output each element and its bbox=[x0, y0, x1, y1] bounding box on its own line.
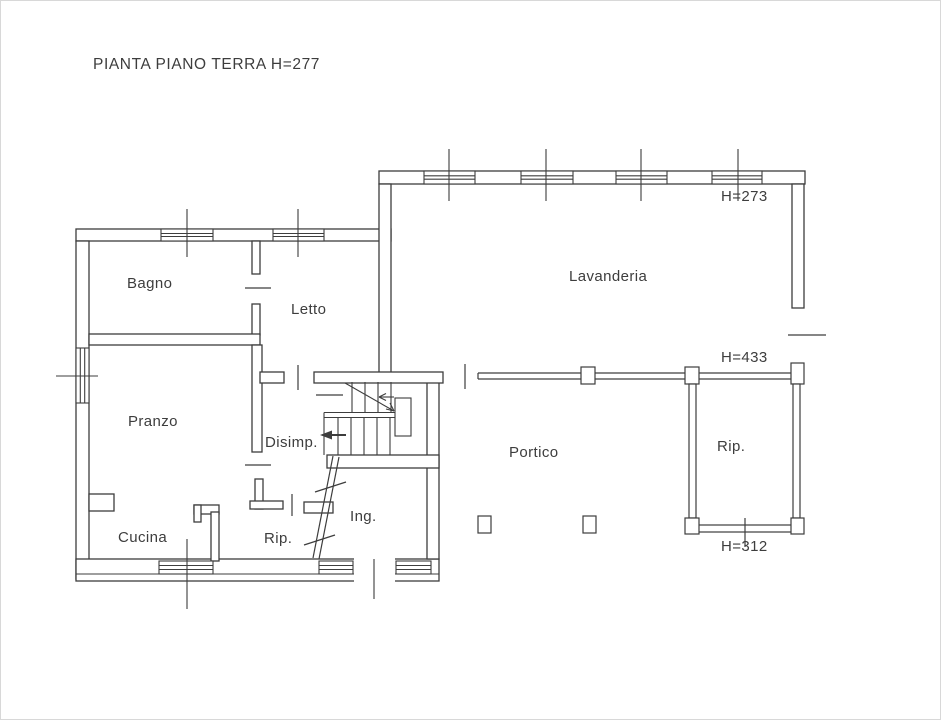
window-ingresso-1 bbox=[318, 560, 354, 575]
wall-pranzo-disimpegno bbox=[251, 344, 263, 453]
window-pranzo bbox=[56, 347, 98, 404]
room-label-lavanderia: Lavanderia bbox=[569, 268, 648, 285]
wall-rip-stub bbox=[303, 501, 334, 514]
wall-rip-horizontal bbox=[249, 500, 284, 510]
wall-bagno-top bbox=[75, 228, 392, 242]
stair-direction-line bbox=[344, 382, 395, 412]
wall-lavanderia-top bbox=[378, 170, 806, 185]
pillar bbox=[684, 517, 700, 535]
slanted-window-tick-2 bbox=[303, 534, 336, 546]
ripostiglio-esterno-structure bbox=[684, 383, 805, 547]
walls bbox=[75, 170, 806, 582]
window-letto bbox=[272, 209, 325, 257]
wall-bagno-letto-upper bbox=[251, 240, 261, 275]
portico-structure bbox=[477, 362, 805, 534]
window-lavanderia-4 bbox=[711, 149, 763, 201]
window-bagno bbox=[160, 209, 214, 257]
room-label-cucina: Cucina bbox=[118, 529, 168, 546]
plan-title: PIANTA PIANO TERRA H=277 bbox=[93, 56, 321, 73]
room-label-ripostiglio: Rip. bbox=[264, 530, 293, 547]
window-lavanderia-1 bbox=[423, 149, 476, 201]
pillar bbox=[790, 362, 805, 385]
window-lavanderia-3 bbox=[615, 149, 668, 201]
pillar bbox=[684, 366, 700, 385]
window-lavanderia-2 bbox=[520, 149, 574, 201]
wall-rip-left bbox=[688, 383, 697, 519]
door-marks bbox=[245, 287, 826, 516]
wall-cucina-rip-hook bbox=[193, 504, 202, 523]
slanted-wall bbox=[303, 455, 347, 560]
wall-ingresso-top bbox=[326, 454, 440, 469]
room-label-ripostiglio-esterno: Rip. bbox=[717, 438, 746, 455]
wall-bagno-letto-lower bbox=[251, 303, 261, 336]
pillar bbox=[582, 515, 597, 534]
wall-rip-right bbox=[792, 383, 801, 519]
room-label-bagno: Bagno bbox=[127, 275, 173, 292]
wall-left-outer bbox=[75, 240, 90, 580]
staircase bbox=[320, 382, 412, 455]
annotation-h433: H=433 bbox=[721, 349, 768, 366]
room-label-pranzo: Pranzo bbox=[128, 413, 178, 430]
wall-cucina-stub bbox=[88, 493, 115, 512]
pillar bbox=[580, 366, 596, 385]
window-cucina bbox=[158, 539, 214, 609]
window-ingresso-2 bbox=[395, 560, 432, 575]
entrance-door bbox=[354, 557, 395, 599]
wall-letto-disimpegno-right bbox=[313, 371, 444, 384]
wall-cucina-right bbox=[210, 511, 220, 562]
wall-letto-disimpegno-left bbox=[259, 371, 285, 384]
room-label-disimpegno: Disimp. bbox=[265, 434, 318, 451]
wall-bagno-bottom bbox=[88, 333, 261, 346]
wall-letto-lavanderia bbox=[378, 183, 392, 374]
annotation-h312: H=312 bbox=[721, 538, 768, 555]
stairwell bbox=[394, 397, 412, 437]
pillar bbox=[477, 515, 492, 534]
pillar bbox=[790, 517, 805, 535]
wall-lavanderia-right bbox=[791, 183, 805, 309]
room-label-ingresso: Ing. bbox=[350, 508, 377, 525]
annotation-h273: H=273 bbox=[721, 188, 768, 205]
room-label-letto: Letto bbox=[291, 301, 327, 318]
windows bbox=[56, 149, 763, 609]
slanted-window-tick-1 bbox=[314, 481, 347, 493]
room-label-portico: Portico bbox=[509, 444, 559, 461]
